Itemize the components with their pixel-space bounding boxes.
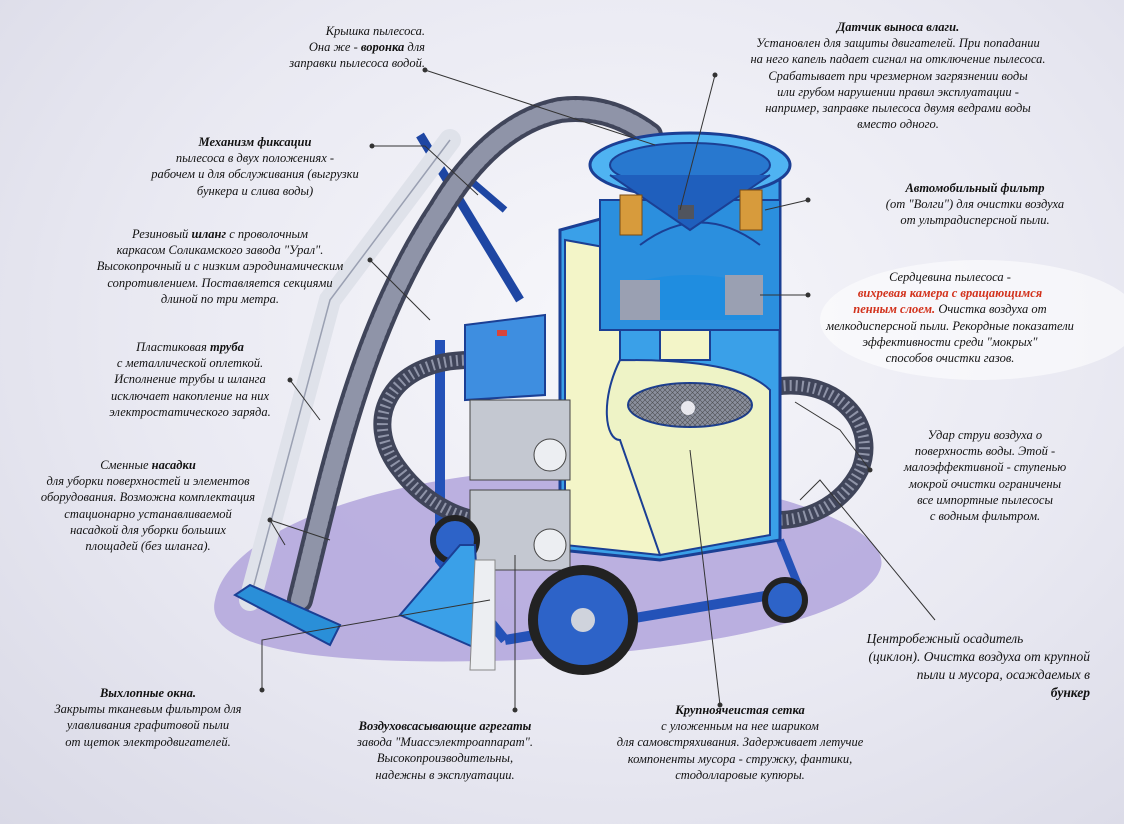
label-nozzles: Сменные насадки для уборки поверхностей … [14,457,282,554]
label-core: Сердцевина пылесоса - вихревая камера с … [800,269,1100,366]
nozzles-line: стационарно устанавливаемой [64,506,232,521]
core-highlight-1: вихревая камера с вращающимся [857,286,1043,301]
nozzles-line: оборудования. Возможна комплектация [40,490,256,505]
core-line-1: Сердцевина пылесоса - [889,270,1011,284]
lid-line-1: Крышка пылесоса. [325,24,425,38]
core-line: мелкодисперсной пыли. Рекордные показате… [826,318,1074,333]
car-filter-title: Автомобильный фильтр [905,181,1045,195]
label-moisture-sensor: Датчик выноса влаги. Установлен для защи… [710,19,1086,132]
core-line: способов очистки газов. [885,351,1015,366]
fixation-line: пылесоса в двух положениях - [175,151,335,166]
cyclone-line: (циклон). Очистка воздуха от крупной [868,649,1090,664]
mesh-title: Крупноячеистая сетка [675,703,805,717]
moisture-line: вместо одного. [857,117,939,132]
moisture-line: или грубом нарушении правил эксплуатации… [777,84,1019,99]
moisture-title: Датчик выноса влаги. [836,20,960,34]
moisture-line: на него капель падает сигнал на отключен… [750,52,1046,67]
nozzles-line: насадкой для уборки больших [70,522,226,537]
hose-line-1: Резиновый шланг с проволочным [132,227,308,241]
hose-line: Высокопрочный и с низким аэродинамически… [96,259,344,274]
pipe-line: Исполнение трубы и шланга [114,372,266,387]
nozzles-line: для уборки поверхностей и элементов [46,474,250,489]
exhaust-line: улавливания графитовой пыли [66,718,230,733]
impact-line: все импортные пылесосы [917,492,1053,507]
mesh-line: с уложенным на нее шариком [661,719,819,734]
cyclone-line: пыли и мусора, осаждаемых в [916,667,1090,682]
core-line-3: пенным слоем. Очистка воздуха от [853,302,1047,317]
cyclone-line: Центробежный осадитель [866,631,1024,646]
label-air-units: Воздуховсасывающие агрегаты завода "Миас… [325,718,565,783]
units-line: Высокопроизводительны, [376,751,514,766]
label-water-impact: Удар струи воздуха о поверхность воды. Э… [880,427,1090,524]
fixation-title: Механизм фиксации [198,135,312,149]
moisture-line: например, заправке пылесоса двумя ведрам… [765,101,1031,116]
exhaust-title: Выхлопные окна. [99,686,197,700]
lid-line-2: Она же - воронка для [308,40,425,55]
lid-line-3: заправки пылесоса водой. [289,56,425,71]
mesh-line: для самовстряхивания. Задерживает летучи… [616,735,864,750]
units-line: завода "Миассэлектроаппарат". [356,735,534,750]
fixation-line: бункера и слива воды) [196,183,314,198]
impact-line: Удар струи воздуха о [927,428,1043,442]
moisture-line: Срабатывает при чрезмерном загрязнении в… [768,68,1028,83]
pipe-line: электростатического заряда. [109,404,271,419]
impact-line: поверхность воды. Этой - [914,444,1056,459]
pipe-line-1: Пластиковая труба [136,340,244,354]
pipe-line: исключает накопление на них [110,388,270,403]
hose-line: длиной по три метра. [160,291,280,306]
core-line: эффективности среди "мокрых" [862,334,1038,349]
impact-line: малоэффективной - ступенью [903,460,1067,475]
nozzles-line: площадей (без шланга). [85,539,211,554]
label-pipe: Пластиковая труба с металлической оплетк… [75,339,305,420]
moisture-line: Установлен для защиты двигателей. При по… [756,36,1040,51]
exhaust-line: Закрыты тканевым фильтром для [54,702,242,717]
label-lid: Крышка пылесоса. Она же - воронка для за… [240,23,425,72]
mesh-line: компоненты мусора - стружку, фантики, [627,751,853,766]
nozzles-line-1: Сменные насадки [100,458,196,472]
car-filter-line: от ультрадисперсной пыли. [900,213,1050,228]
label-cyclone: Центробежный осадитель (циклон). Очистка… [800,630,1090,702]
cyclone-bold: бункер [1050,685,1090,700]
units-line: надежны в эксплуатации. [375,767,515,782]
label-hose: Резиновый шланг с проволочным каркасом С… [60,226,380,307]
pipe-line: с металлической оплеткой. [116,356,264,371]
label-car-filter: Автомобильный фильтр (от "Волги") для оч… [860,180,1090,229]
units-title: Воздуховсасывающие агрегаты [358,719,532,733]
label-exhaust-windows: Выхлопные окна. Закрыты тканевым фильтро… [28,685,268,750]
impact-line: мокрой очистки ограничены [908,476,1062,491]
mesh-line: стодолларовые купюры. [675,767,805,782]
hose-line: каркасом Соликамского завода "Урал". [116,243,324,258]
label-fixation-mechanism: Механизм фиксации пылесоса в двух положе… [125,134,385,199]
fixation-line: рабочем и для обслуживания (выгрузки [151,167,359,182]
car-filter-line: (от "Волги") для очистки воздуха [885,197,1065,212]
label-coarse-mesh: Крупноячеистая сетка с уложенным на нее … [580,702,900,783]
exhaust-line: от щеток электродвигателей. [65,734,231,749]
hose-line: сопротивлением. Поставляется секциями [107,275,333,290]
impact-line: с водным фильтром. [929,509,1041,524]
